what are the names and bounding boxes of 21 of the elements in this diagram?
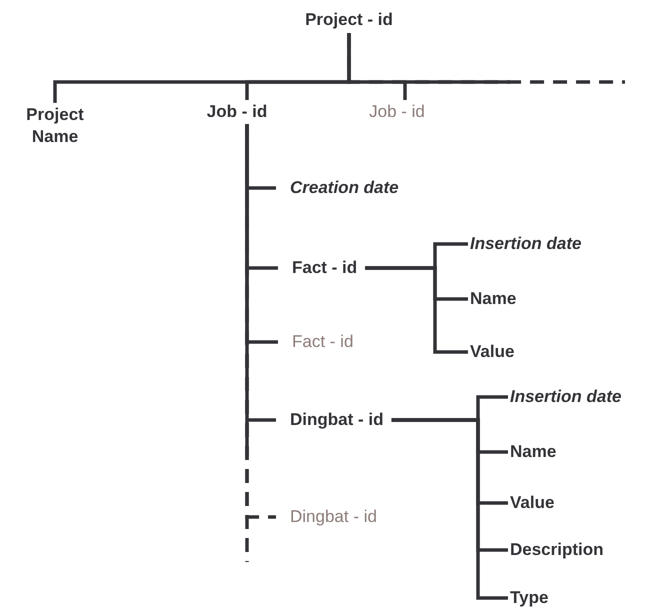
node-label: Job - id xyxy=(206,100,268,124)
node-label: Type xyxy=(510,586,548,610)
dashed-connector xyxy=(347,33,625,84)
repeated-node-label: Job - id xyxy=(369,100,425,124)
attribute-label: Insertion date xyxy=(510,386,622,408)
node-label: Project - id xyxy=(305,8,393,32)
node-label: Description xyxy=(510,538,604,562)
node-label: Name xyxy=(510,440,556,464)
attribute-label: Insertion date xyxy=(470,232,582,256)
node-label: Value xyxy=(470,340,514,364)
node-label: Name xyxy=(470,288,516,310)
tree-connector xyxy=(391,418,508,600)
dashed-connector xyxy=(245,124,249,562)
repeated-node-label: Dingbat - id xyxy=(290,506,377,528)
node-label: Value xyxy=(510,492,554,514)
repeated-node-label: Fact - id xyxy=(292,330,354,354)
node-label: Fact - id xyxy=(292,256,358,280)
node-label: Dingbat - id xyxy=(290,408,384,432)
tree-connector xyxy=(365,266,468,354)
attribute-label: Creation date xyxy=(290,176,399,200)
node-label: Project Name xyxy=(10,104,100,148)
